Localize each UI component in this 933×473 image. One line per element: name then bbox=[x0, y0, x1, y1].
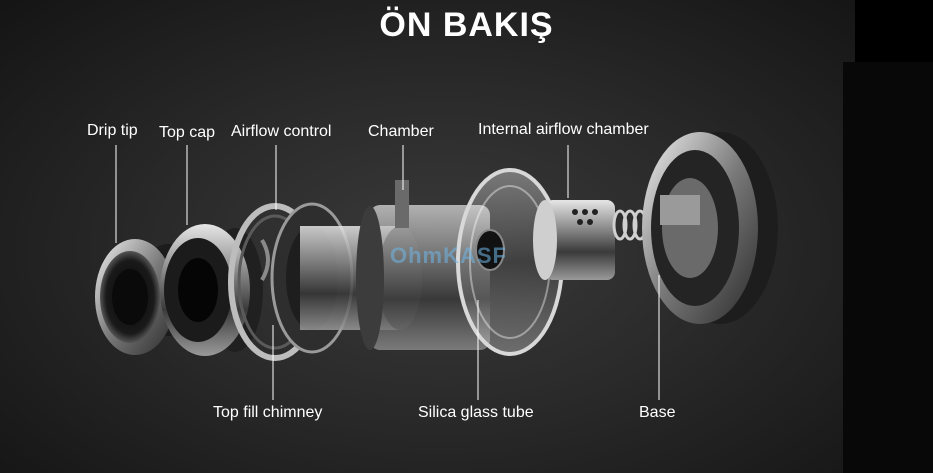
internal-airflow-chamber-part bbox=[533, 200, 615, 280]
label-top-cap: Top cap bbox=[159, 124, 216, 141]
label-silica-glass-tube: Silica glass tube bbox=[418, 404, 534, 421]
base-part bbox=[642, 132, 778, 324]
right-edge-shade bbox=[843, 62, 933, 473]
page-title: ÖN BAKIŞ bbox=[379, 6, 554, 44]
label-top-fill-chimney: Top fill chimney bbox=[213, 404, 323, 421]
label-chamber: Chamber bbox=[368, 123, 434, 140]
leader-lines bbox=[115, 145, 660, 400]
watermark-text: OhmKASF bbox=[390, 243, 507, 268]
corner-shade bbox=[855, 0, 933, 62]
label-airflow-control: Airflow control bbox=[231, 123, 332, 140]
label-internal-airflow-chamber: Internal airflow chamber bbox=[478, 121, 649, 138]
label-drip-tip: Drip tip bbox=[87, 122, 138, 139]
top-cap-part bbox=[160, 224, 263, 356]
label-base: Base bbox=[639, 404, 676, 421]
